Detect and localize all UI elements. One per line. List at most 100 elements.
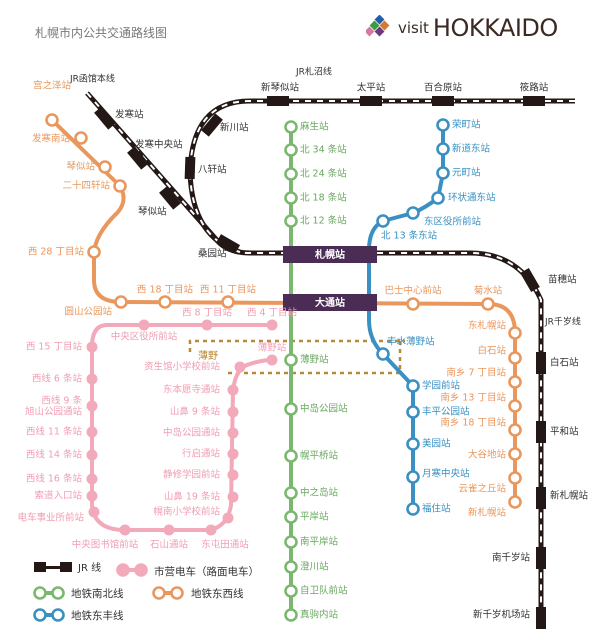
toho-station-marker (436, 142, 450, 156)
legend-tram-icon-dot (134, 563, 148, 577)
logo-diamonds-icon (366, 15, 390, 37)
legend-jr-icon-2 (60, 562, 72, 572)
tram-station-label-西线11条站: 西线 11 条站 (26, 426, 83, 438)
tram-station-label-西线14条站: 西线 14 条站 (26, 449, 83, 461)
namboku-station-label-真驹内站: 真驹内站 (300, 609, 339, 621)
toho-station-marker (436, 166, 450, 180)
tozai-station-marker (406, 297, 420, 311)
jr-station-label-新琴似站: 新琴似站 (261, 82, 300, 94)
legend-tozai-icon-dot (152, 586, 166, 600)
tram-station-marker (86, 426, 98, 438)
namboku-station-marker (284, 449, 298, 463)
tozai-station-label-二十四轩站: 二十四轩站 (62, 180, 110, 192)
tram-station-label-幌南小学校前站: 幌南小学校前站 (153, 506, 220, 518)
tram-station-marker (88, 506, 100, 518)
jr-station-marker (215, 234, 241, 254)
jr-hakodate-line-label: JR函馆本线 (69, 73, 115, 85)
jr-station-marker (536, 352, 546, 374)
jr-chitose-line-label: JR千岁线 (544, 316, 581, 328)
namboku-station-marker (284, 535, 298, 549)
jr-station-label-发寒中央站: 发寒中央站 (135, 139, 183, 151)
tozai-station-marker (481, 297, 495, 311)
jr-station-label-桑园站: 桑园站 (198, 248, 227, 260)
legend-namboku-label: 地铁南北线 (71, 587, 124, 600)
toho-station-marker (406, 405, 420, 419)
jr-station-label-百合原站: 百合原站 (424, 82, 463, 94)
tram-station-label-中岛公园通站: 中岛公园通站 (163, 427, 221, 439)
tram-station-marker (86, 373, 98, 385)
namboku-station-marker (284, 560, 298, 574)
tozai-station-label-南乡7丁目站: 南乡 7 丁目站 (446, 367, 506, 379)
tram-station-label-东屯田通站: 东屯田通站 (201, 539, 249, 551)
tozai-station-label-云雀之丘站: 云雀之丘站 (458, 483, 506, 495)
jr-station-label-新千岁机场站: 新千岁机场站 (473, 609, 531, 621)
legend-jr-label: JR 线 (77, 561, 101, 574)
tram-station-marker (163, 524, 175, 536)
jr-station-marker (184, 156, 196, 180)
tozai-station-marker (87, 245, 101, 259)
jr-station-marker (360, 96, 382, 106)
tozai-station-marker (508, 326, 522, 340)
namboku-station-marker (284, 143, 298, 157)
jr-station-label-琴似站: 琴似站 (138, 206, 167, 218)
tram-station-label-西线16条站: 西线 16 条站 (26, 473, 83, 485)
susukino-area-label: 薄野 (198, 349, 218, 362)
toho-station-label-福住站: 福住站 (422, 503, 451, 515)
toho-station-marker (431, 191, 445, 205)
jr-station-marker (536, 421, 546, 443)
toho-station-label-北13条东站: 北 13 条东站 (381, 230, 438, 242)
jr-station-marker (201, 113, 223, 137)
namboku-station-marker (284, 214, 298, 228)
tozai-station-marker (98, 160, 112, 174)
tram-station-marker (119, 524, 131, 536)
legend-jr-icon-track (46, 566, 60, 569)
namboku-station-label-薄野站: 薄野站 (300, 354, 329, 366)
legend-toho-label: 地铁东丰线 (71, 609, 124, 622)
tram-station-label-薄野站: 薄野站 (258, 342, 287, 354)
legend-jr-icon (34, 562, 46, 572)
tozai-station-label-琴似站: 琴似站 (66, 161, 95, 173)
tram-station-label-石山通站: 石山通站 (150, 539, 189, 551)
toho-station-label-东区役所前站: 东区役所前站 (424, 216, 482, 228)
tram-station-label-电车事业所前站: 电车事业所前站 (17, 512, 84, 524)
tram-station-marker (266, 354, 278, 366)
tram-station-marker (227, 406, 239, 418)
tram-station-label-东本愿寺通站: 东本愿寺通站 (163, 384, 221, 396)
tram-station-marker (201, 319, 213, 331)
jr-station-marker (432, 96, 454, 106)
legend-namboku-icon-dot (51, 586, 65, 600)
tozai-station-label-圆山公园站: 圆山公园站 (64, 306, 112, 318)
namboku-station-marker (284, 402, 298, 416)
namboku-station-marker (284, 191, 298, 205)
namboku-station-label-北34条站: 北 34 条站 (300, 144, 347, 156)
tozai-station-marker (45, 113, 59, 127)
visit-hokkaido-logo: visit HOKKAIDO (366, 14, 558, 42)
toho-station-marker (406, 206, 420, 220)
tozai-station-label-南乡13丁目站: 南乡 13 丁目站 (440, 392, 506, 404)
toho-station-label-荣町站: 荣町站 (452, 119, 481, 131)
tozai-station-marker (508, 423, 522, 437)
map-title: 札幌市内公共交通路线图 (35, 26, 168, 40)
jr-station-label-白石站: 白石站 (550, 357, 579, 369)
tozai-station-label-新札幌站: 新札幌站 (468, 507, 507, 519)
hub-odori-station (283, 294, 377, 311)
namboku-station-label-麻生站: 麻生站 (300, 121, 329, 133)
jr-sassho-line-label: JR札沼线 (295, 66, 332, 78)
tram-station-label-静修学园前站: 静修学园前站 (163, 469, 221, 481)
namboku-station-label-北18条站: 北 18 条站 (300, 192, 347, 204)
tozai-line (50, 118, 517, 502)
toho-station-label-环状通东站: 环状通东站 (448, 192, 496, 204)
tram-station-marker (227, 448, 239, 460)
namboku-station-marker (284, 608, 298, 622)
jr-station-marker (267, 96, 289, 106)
toho-station-label-学园前站: 学园前站 (422, 380, 461, 392)
tram-station-marker (227, 469, 239, 481)
tram-station-marker (86, 473, 98, 485)
tozai-station-label-南乡18丁目站: 南乡 18 丁目站 (440, 417, 506, 429)
toho-station-label-美园站: 美园站 (422, 438, 451, 450)
tozai-station-label-发寒南站: 发寒南站 (32, 133, 71, 145)
tram-station-label-中央区役所前站: 中央区役所前站 (111, 331, 178, 343)
namboku-station-label-幌平桥站: 幌平桥站 (300, 450, 339, 462)
namboku-station-label-中岛公园站: 中岛公园站 (300, 403, 348, 415)
